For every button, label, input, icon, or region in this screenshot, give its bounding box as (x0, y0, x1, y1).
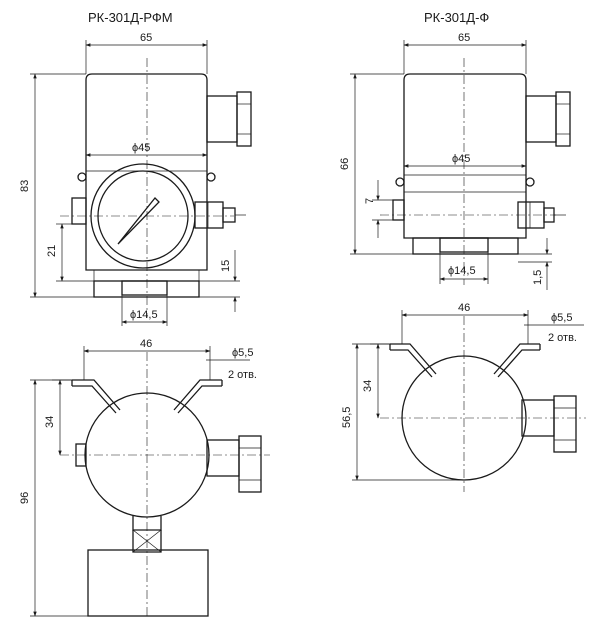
dim-height-left: 83 (19, 180, 31, 192)
holes-left: 2 отв. (228, 369, 257, 381)
dim-34-right: 34 (362, 380, 374, 392)
right-front-view: 65 66 ϕ45 7 ϕ14,5 1,5 (339, 32, 571, 290)
dim-21: 21 (46, 245, 58, 257)
dim-diameter-left: ϕ45 (132, 142, 150, 154)
dim-46-left: 46 (140, 338, 152, 350)
left-front-view: 65 83 ϕ45 21 15 ϕ14,5 (19, 32, 252, 326)
dim-46-right: 46 (458, 302, 470, 314)
dim-1-5: 1,5 (532, 270, 544, 285)
dim-7: 7 (364, 198, 376, 204)
dim-hole-right: ϕ5,5 (551, 312, 572, 324)
dim-base-diam-left: ϕ14,5 (130, 309, 158, 321)
dim-width-right: 65 (458, 32, 470, 44)
dim-hole-left: ϕ5,5 (232, 347, 253, 359)
holes-right: 2 отв. (548, 332, 577, 344)
dim-56-5: 56,5 (341, 407, 353, 428)
right-top-view: 46 ϕ5,5 2 отв. 34 56,5 (341, 302, 586, 492)
dim-height-right: 66 (339, 158, 351, 170)
title-left: РК-301Д-РФМ (88, 10, 173, 25)
left-top-view: 46 ϕ5,5 2 отв. 34 96 (19, 338, 270, 617)
title-right: РК-301Д-Ф (424, 10, 489, 25)
dim-diameter-right: ϕ45 (452, 153, 470, 165)
dim-15: 15 (220, 260, 232, 272)
dim-base-diam-right: ϕ14,5 (448, 265, 476, 277)
dim-34-left: 34 (44, 416, 56, 428)
dim-width-left: 65 (140, 32, 152, 44)
dim-96: 96 (19, 492, 31, 504)
